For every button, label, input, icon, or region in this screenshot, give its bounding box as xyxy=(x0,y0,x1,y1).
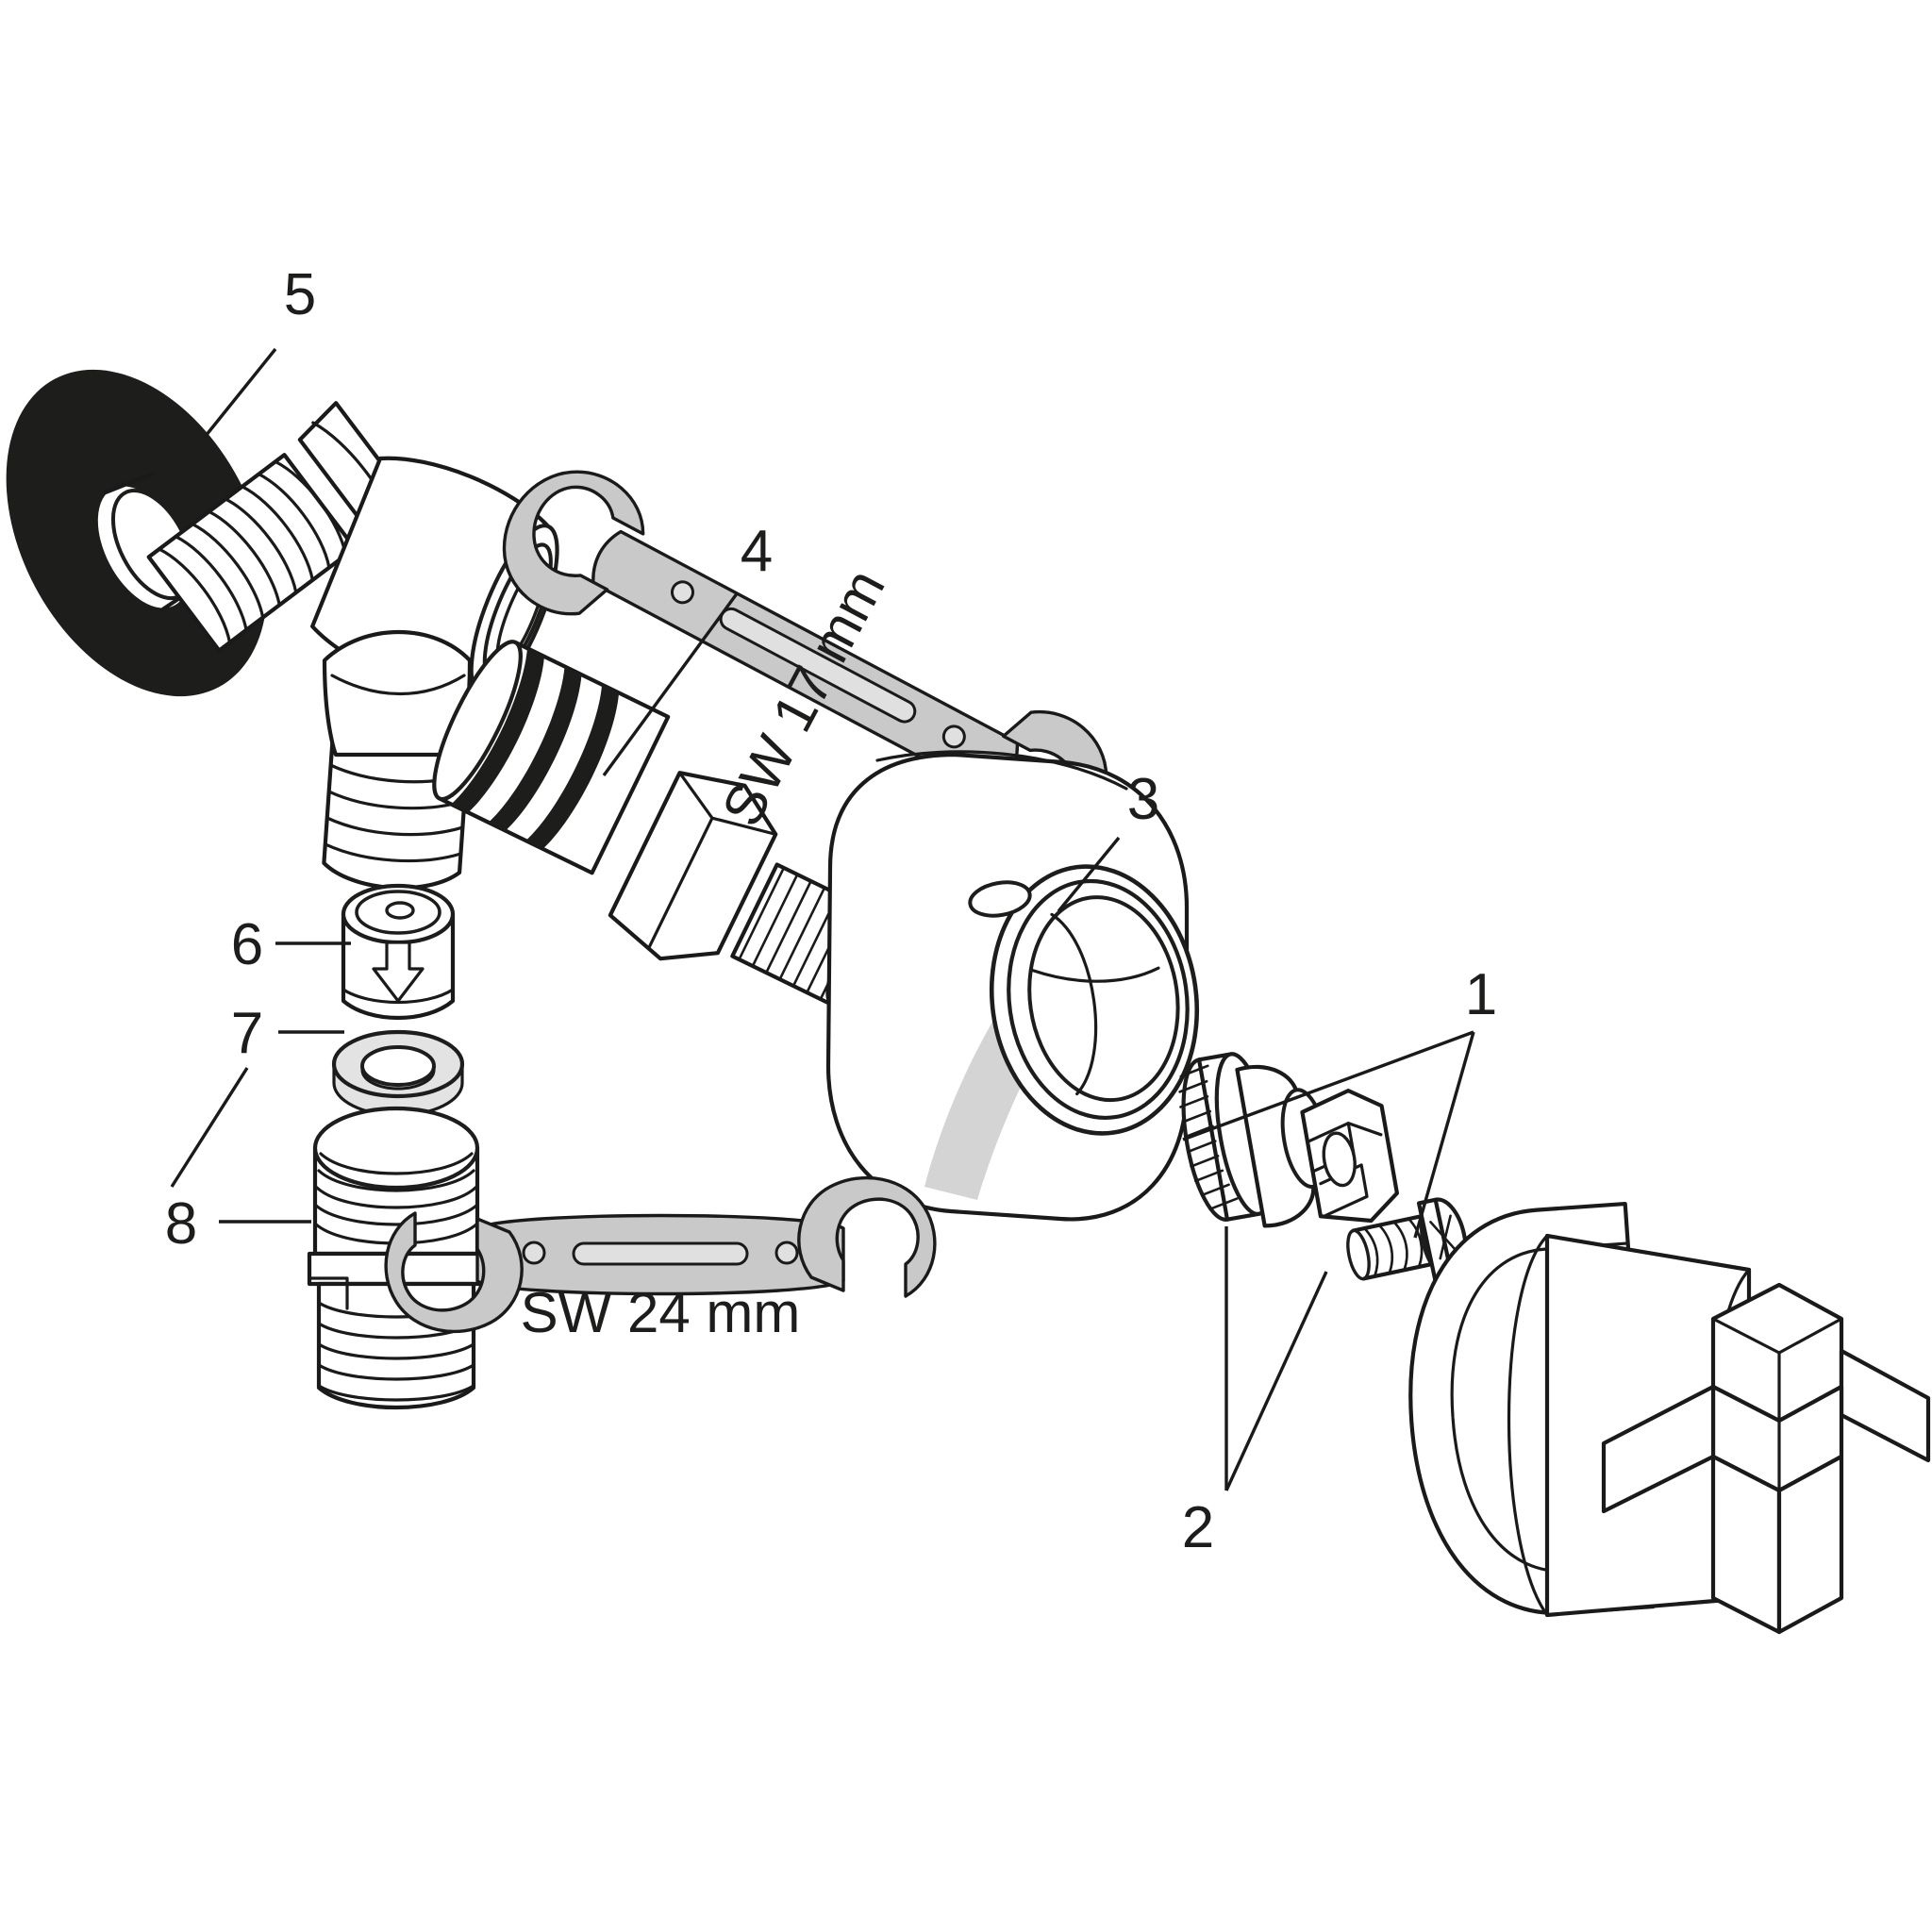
part-3-handle-sleeve xyxy=(825,750,1200,1222)
leader-line-1b xyxy=(1413,1031,1475,1239)
callout-numbers: 1 2 3 4 5 6 7 8 xyxy=(165,262,1497,1560)
callout-8: 8 xyxy=(165,1191,197,1257)
callout-4: 4 xyxy=(741,519,773,584)
cross-handle-arms xyxy=(1601,1282,1931,1635)
leader-line-3 xyxy=(1057,836,1121,913)
part-2-handle-adapter-knurled xyxy=(1178,1052,1399,1228)
leader-line-8-stem xyxy=(170,1067,249,1188)
callout-2: 2 xyxy=(1182,1495,1214,1560)
callout-3: 3 xyxy=(1127,767,1159,832)
cross-handle-assembly xyxy=(1408,1201,1931,1635)
leader-lines xyxy=(170,347,1475,1491)
leader-line-5 xyxy=(204,347,277,438)
callout-1: 1 xyxy=(1465,962,1497,1027)
leader-line-1a xyxy=(1182,1030,1474,1141)
part-6-flow-restrictor xyxy=(341,883,456,1021)
part-1-fixing-screw xyxy=(1346,1197,1468,1283)
wrench-sw24 xyxy=(384,1175,937,1334)
leader-line-4 xyxy=(602,591,740,777)
wrench-label-sw24: SW 24 mm xyxy=(521,1281,801,1344)
leader-line-2b xyxy=(1224,1271,1328,1491)
callout-7: 7 xyxy=(231,1001,263,1066)
callout-5: 5 xyxy=(284,262,316,327)
callout-6: 6 xyxy=(231,912,263,977)
part-7-sealing-washer xyxy=(331,1029,465,1117)
